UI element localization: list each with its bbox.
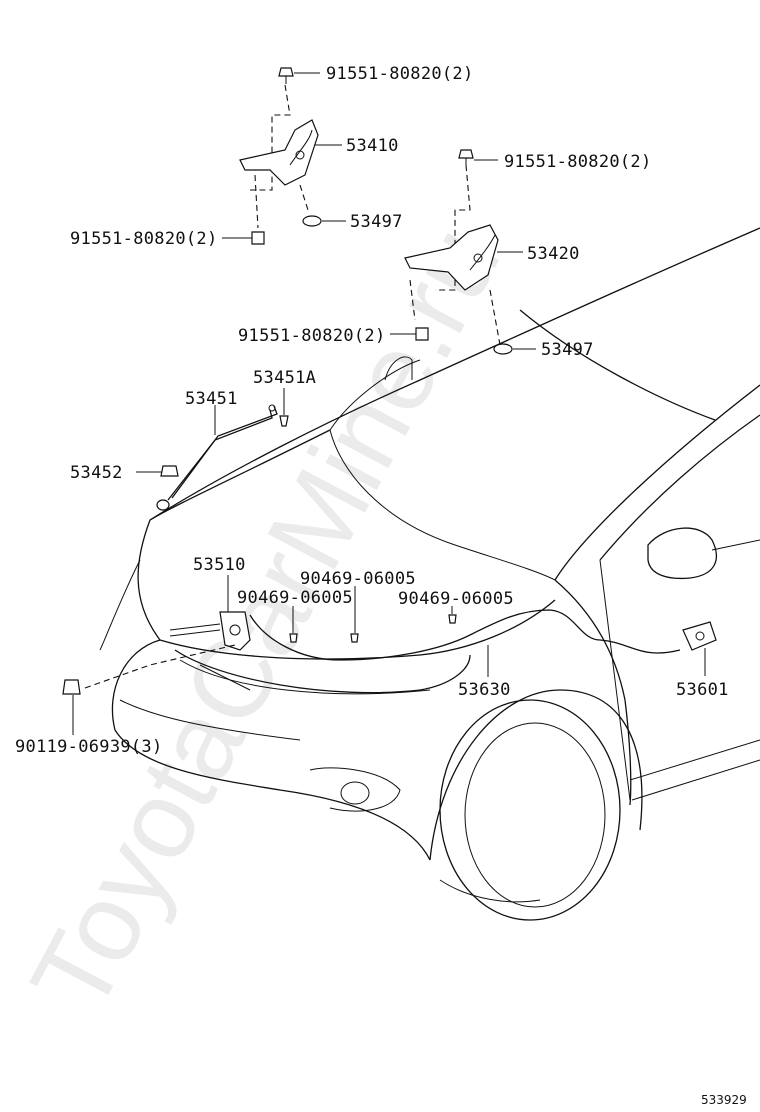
hood-hinge-right xyxy=(404,164,501,346)
label-release-lever: 53601 xyxy=(676,680,729,700)
bolt-icon xyxy=(415,327,429,341)
label-lock-bolt: 90119-06939(3) xyxy=(15,737,163,757)
bolt-icon xyxy=(278,67,294,84)
bolt-icon xyxy=(458,149,474,166)
label-stay-holder: 53452 xyxy=(70,463,123,483)
hood-lock-assembly xyxy=(84,611,251,689)
bolt-icon xyxy=(62,679,81,695)
label-washer-l: 53497 xyxy=(350,212,403,232)
hood-hinge-left xyxy=(239,84,319,229)
holder-icon xyxy=(160,465,179,477)
vehicle-body-outline xyxy=(99,227,760,921)
label-clip-3: 90469-06005 xyxy=(398,589,514,609)
hood-support-rod xyxy=(167,404,278,501)
grommet-icon xyxy=(156,499,170,511)
hood-release-cable xyxy=(249,609,681,661)
clip-icon xyxy=(350,633,359,643)
washer-icon xyxy=(493,343,513,355)
clip-icon xyxy=(279,415,289,427)
label-hinge-r: 53420 xyxy=(527,244,580,264)
washer-icon xyxy=(302,215,322,227)
clip-icon xyxy=(448,614,457,624)
label-clip-2: 90469-06005 xyxy=(300,569,416,589)
label-release-cable: 53630 xyxy=(458,680,511,700)
label-bolt-top-hinge-l: 91551-80820(2) xyxy=(326,64,474,84)
bolt-icon xyxy=(251,231,265,245)
label-hood-lock: 53510 xyxy=(193,555,246,575)
release-lever-icon xyxy=(682,621,717,651)
label-washer-r: 53497 xyxy=(541,340,594,360)
label-stay-rod: 53451 xyxy=(185,389,238,409)
label-bolt-bottom-hinge-r: 91551-80820(2) xyxy=(238,326,386,346)
diagram-id: 533929 xyxy=(701,1093,747,1107)
clip-icon xyxy=(289,633,298,643)
label-bolt-bottom-hinge-l: 91551-80820(2) xyxy=(70,229,218,249)
label-clip-1: 90469-06005 xyxy=(237,588,353,608)
label-bolt-top-hinge-r: 91551-80820(2) xyxy=(504,152,652,172)
label-stay-clip: 53451A xyxy=(253,368,316,388)
label-hinge-l: 53410 xyxy=(346,136,399,156)
